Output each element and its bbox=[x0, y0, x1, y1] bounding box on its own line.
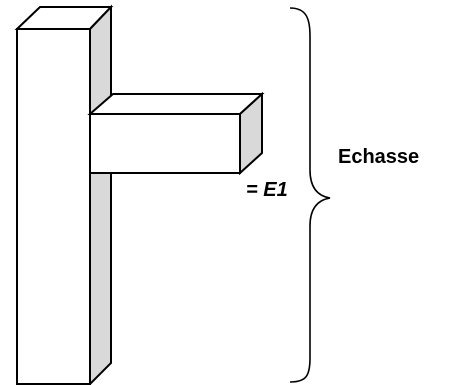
horizontal-beam-front-face bbox=[89, 113, 241, 174]
dimension-label: = E1 bbox=[246, 179, 288, 201]
vertical-post-side-face bbox=[89, 4, 112, 385]
curly-brace bbox=[289, 7, 331, 383]
horizontal-beam-top-face bbox=[87, 93, 265, 115]
brace-label: Echasse bbox=[338, 146, 419, 168]
vertical-post bbox=[14, 4, 114, 385]
vertical-post-front-face bbox=[16, 28, 91, 385]
horizontal-beam bbox=[87, 91, 265, 176]
